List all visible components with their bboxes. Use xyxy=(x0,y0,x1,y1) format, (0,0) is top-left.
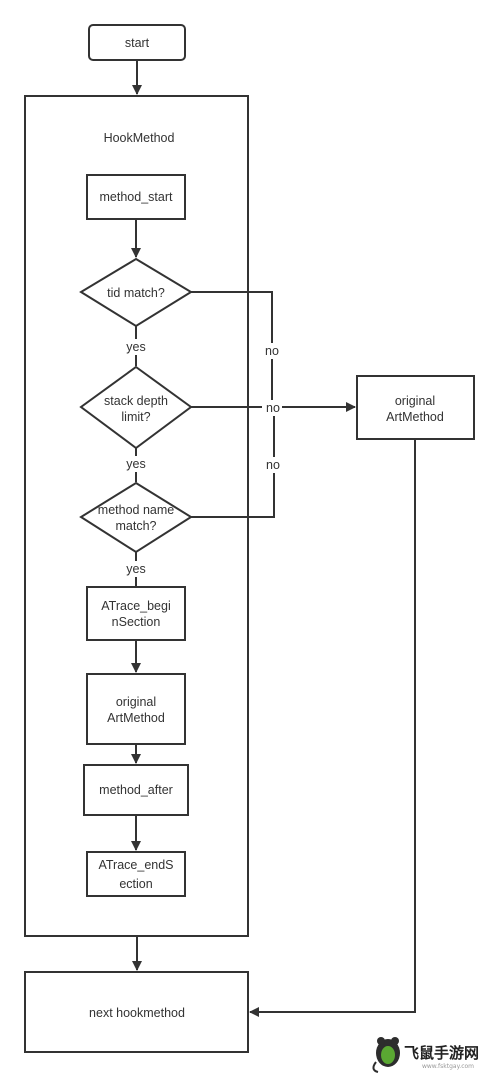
stack-depth-label-2: limit? xyxy=(121,410,150,424)
method-name-label-2: match? xyxy=(116,519,157,533)
yes-label-tid: yes xyxy=(126,340,145,354)
yes-label-methodname: yes xyxy=(126,562,145,576)
next-hookmethod-node xyxy=(24,971,249,1053)
original-inner-label-1: original xyxy=(116,695,156,709)
original-right-label-2: ArtMethod xyxy=(386,410,444,424)
watermark-url: www.fsktgay.com xyxy=(422,1063,474,1070)
method-name-label-1: method name xyxy=(98,503,174,517)
tid-match-label: tid match? xyxy=(107,286,165,300)
original-inner-label-2: ArtMethod xyxy=(107,711,165,725)
start-label: start xyxy=(125,36,150,50)
atrace-end-node xyxy=(86,851,186,897)
edge-tid-no xyxy=(191,291,273,407)
watermark-title: 飞鼠手游网 xyxy=(404,1044,479,1062)
method-start-node xyxy=(86,174,186,220)
method-after-label: method_after xyxy=(99,783,173,797)
yes-label-stack: yes xyxy=(126,457,145,471)
atrace-begin-node xyxy=(86,586,186,641)
atrace-begin-label-1: ATrace_begi xyxy=(101,599,170,613)
atrace-begin-label-2: nSection xyxy=(112,615,161,629)
mouse-logo-icon xyxy=(372,1037,400,1073)
stack-depth-label-1: stack depth xyxy=(104,394,168,408)
edge-original-to-next xyxy=(249,439,416,1017)
no-label-methodname: no xyxy=(266,458,280,472)
container-title: HookMethod xyxy=(104,131,175,145)
method-start-label: method_start xyxy=(100,190,173,204)
next-hookmethod-label: next hookmethod xyxy=(89,1006,185,1020)
original-artmethod-inner-node xyxy=(86,673,186,745)
edge-methodname-no xyxy=(191,407,275,518)
no-label-tid: no xyxy=(265,344,279,358)
atrace-end-label-1: ATrace_endS xyxy=(98,858,173,872)
watermark: 飞鼠手游网 www.fsktgay.com xyxy=(372,1037,479,1073)
original-right-label-1: original xyxy=(395,394,435,408)
no-label-stack: no xyxy=(266,401,280,415)
atrace-end-label-2: ection xyxy=(119,877,152,891)
